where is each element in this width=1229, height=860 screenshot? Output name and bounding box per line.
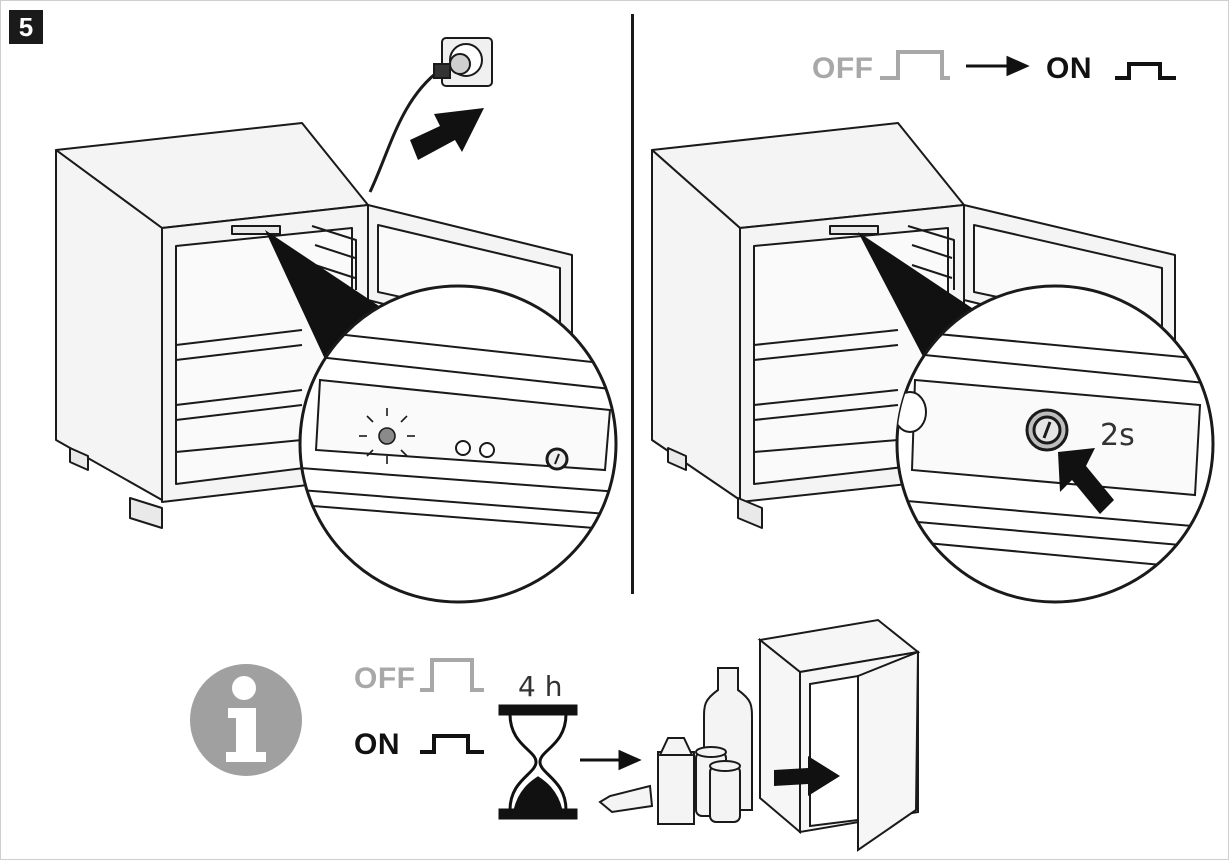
- hourglass-icon: [498, 704, 578, 820]
- on-switch-icon-top: [1115, 62, 1176, 80]
- control-panel-zoom-right: [895, 284, 1215, 604]
- on-switch-icon-bottom: [420, 734, 484, 754]
- off-switch-icon-bottom: [420, 658, 484, 692]
- off-switch-icon-top: [880, 50, 950, 80]
- wait-time-label: 4 h: [518, 670, 563, 703]
- plug-in-arrow-icon: [410, 108, 484, 160]
- arrow-right-icon-bottom: [580, 749, 642, 771]
- power-cord: [368, 68, 441, 193]
- control-panel-zoom-left: [298, 284, 618, 604]
- blinking-led-icon: [359, 408, 415, 464]
- off-label-bottom: OFF: [354, 662, 416, 695]
- food-items: [598, 667, 753, 825]
- power-plug-icon: [433, 37, 493, 87]
- panel-divider: [631, 14, 634, 594]
- button-press-arrow-icon: [1058, 448, 1114, 514]
- insert-food-arrow-icon: [774, 756, 840, 796]
- on-off-button-icon: [1025, 408, 1069, 452]
- on-label-bottom: ON: [354, 728, 400, 761]
- press-duration-label: 2s: [1100, 418, 1135, 453]
- fridge-small: [757, 618, 921, 852]
- arrow-right-icon-top: [966, 55, 1030, 77]
- info-icon: [190, 664, 302, 776]
- step-number-badge: 5: [9, 10, 43, 44]
- off-label-top: OFF: [812, 52, 874, 85]
- on-label-top: ON: [1046, 52, 1092, 85]
